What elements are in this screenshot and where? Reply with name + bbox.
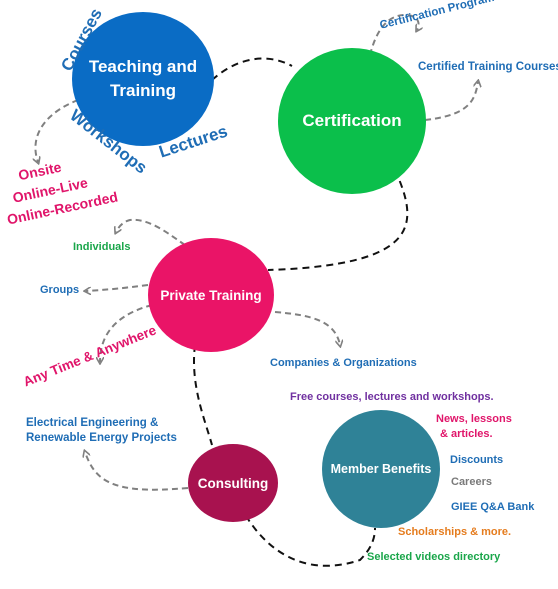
- arrow-teaching-onsite: [35, 99, 79, 162]
- label-certified-training-courses: Certified Training Courses: [418, 61, 558, 73]
- node-certification-label: Certification: [302, 111, 402, 130]
- node-member-benefits: Member Benefits: [322, 410, 440, 528]
- label-projects-line1: Electrical Engineering &: [26, 417, 159, 429]
- link-consulting-member: [239, 504, 376, 567]
- node-member-label: Member Benefits: [330, 462, 432, 476]
- node-teaching-and-training: Teaching and Training: [72, 12, 214, 146]
- label-qa-bank: GIEE Q&A Bank: [451, 501, 535, 513]
- label-free-courses: Free courses, lectures and workshops.: [290, 391, 494, 403]
- link-certification-private: [267, 169, 409, 271]
- node-private-training: Private Training: [148, 238, 274, 352]
- node-consulting-label: Consulting: [197, 475, 269, 491]
- arrow-consulting-projects: [85, 452, 189, 491]
- label-projects-line2: Renewable Energy Projects: [26, 432, 177, 444]
- link-private-consulting: [193, 344, 213, 446]
- arrow-cert-courses: [424, 82, 478, 121]
- arrow-private-groups: [86, 284, 149, 291]
- node-private-label: Private Training: [160, 287, 262, 303]
- node-teaching-label: Teaching and Training: [88, 57, 198, 100]
- link-teaching-certification: [211, 57, 293, 81]
- label-news-line1: News, lessons: [436, 413, 512, 425]
- node-certification: Certification: [278, 48, 426, 194]
- arrow-private-companies: [274, 311, 340, 345]
- label-news-line2: & articles.: [440, 428, 493, 440]
- node-consulting: Consulting: [188, 444, 278, 522]
- label-videos-directory: Selected videos directory: [367, 551, 501, 563]
- label-groups: Groups: [40, 284, 80, 296]
- label-individuals: Individuals: [73, 241, 131, 253]
- label-scholarships: Scholarships & more.: [398, 526, 512, 538]
- label-discounts: Discounts: [450, 454, 504, 466]
- label-careers: Careers: [451, 476, 492, 488]
- arrow-private-anytime: [100, 304, 153, 362]
- arrow-private-individuals: [116, 218, 186, 246]
- label-companies: Companies & Organizations: [270, 357, 417, 369]
